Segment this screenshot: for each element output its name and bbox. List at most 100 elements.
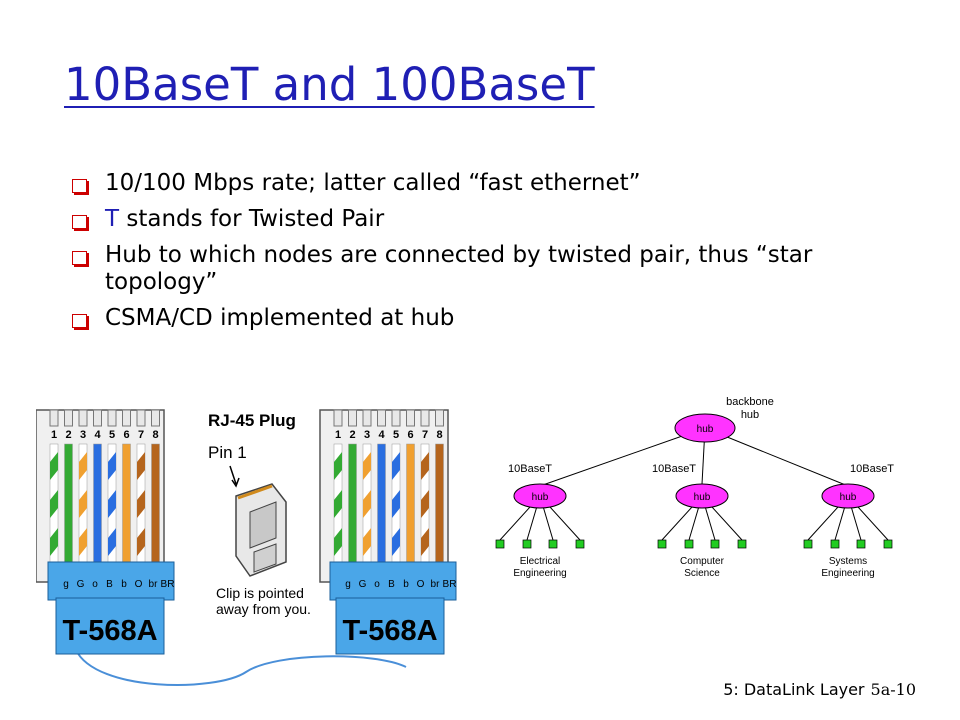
cable-line	[75, 649, 407, 686]
wire-stripe	[421, 452, 429, 480]
pin-number: 7	[422, 429, 428, 441]
pin-number: 8	[152, 429, 158, 441]
slide-title: 10BaseT and 100BaseT	[64, 58, 595, 111]
wire-label: G	[77, 579, 85, 590]
node-icon	[710, 539, 720, 549]
pin-contact	[362, 409, 372, 427]
wire-stripe	[108, 528, 116, 556]
wire-label: B	[388, 579, 395, 590]
wire-stripe	[108, 452, 116, 480]
pin-number: 5	[109, 429, 115, 441]
wire-stripe	[50, 490, 58, 518]
wire-label: G	[359, 579, 367, 590]
pin-contact	[435, 409, 444, 427]
wire	[93, 443, 102, 567]
backbone-label-line2: hub	[741, 409, 759, 421]
bullet-list: 10/100 Mbps rate; latter called “fast et…	[72, 170, 892, 341]
hub-label: hub	[840, 492, 857, 503]
link-label: 10BaseT	[652, 463, 696, 475]
wire-label: g	[63, 579, 69, 590]
wire-label: BR	[161, 579, 175, 590]
backbone-label-line1: backbone	[726, 396, 774, 408]
pin-contact	[122, 409, 131, 427]
wire	[348, 443, 357, 567]
wire-stripe	[79, 490, 87, 518]
pin-contact	[406, 409, 415, 427]
pin-contact	[136, 409, 146, 427]
hub-topology-diagram: backbone hub hub 10BaseT 10BaseT 10BaseT…	[495, 396, 894, 579]
wire-label: br	[431, 579, 441, 590]
wire-stripe	[137, 490, 145, 518]
bullet-item: 10/100 Mbps rate; latter called “fast et…	[72, 170, 892, 197]
standard-label-left: T-568A	[62, 615, 157, 647]
department-label: Engineering	[821, 568, 874, 579]
square-bullet-icon	[72, 251, 87, 265]
wire-label: O	[135, 579, 143, 590]
department-label: Computer	[680, 556, 725, 567]
wire-stripe	[363, 528, 371, 556]
wire-stripe	[79, 452, 87, 480]
wire-stripe	[392, 528, 400, 556]
pin-number: 1	[335, 429, 341, 441]
node-icon	[856, 539, 866, 549]
bullet-item: Hub to which nodes are connected by twis…	[72, 242, 892, 296]
node-icon	[803, 539, 813, 549]
wire-stripe	[363, 452, 371, 480]
wire	[64, 443, 73, 567]
bullet-text: Hub to which nodes are connected by twis…	[105, 242, 813, 295]
department-hub	[513, 483, 567, 509]
pin-number: 4	[378, 429, 385, 441]
wire-label: BR	[443, 579, 457, 590]
clip-note-line1: Clip is pointed	[216, 585, 304, 601]
wire-stripe	[392, 490, 400, 518]
wire-stripe	[421, 528, 429, 556]
wire-stripe	[363, 490, 371, 518]
backbone-hub	[674, 413, 736, 443]
department-label: Engineering	[513, 568, 566, 579]
wire-label: b	[403, 579, 409, 590]
pin-contact	[49, 409, 59, 427]
wire-stripe	[392, 452, 400, 480]
hub-label: hub	[694, 492, 711, 503]
link-label: 10BaseT	[508, 463, 552, 475]
node-icon	[495, 539, 505, 549]
wire	[151, 443, 160, 567]
pin-contact	[93, 409, 102, 427]
node-icon	[883, 539, 893, 549]
department-label: Systems	[829, 556, 867, 567]
bullet-item: T stands for Twisted Pair	[72, 206, 892, 233]
pin-contact	[348, 409, 357, 427]
pin-number: 2	[65, 429, 71, 441]
wire-stripe	[334, 452, 342, 480]
wire-stripe	[334, 528, 342, 556]
square-bullet-icon	[72, 215, 87, 229]
pin-contact	[420, 409, 430, 427]
footer-section: 5: DataLink Layer	[723, 680, 865, 699]
wire-stripe	[137, 452, 145, 480]
link-label: 10BaseT	[850, 463, 894, 475]
backbone-hub-label: hub	[697, 424, 714, 435]
wire	[406, 443, 415, 567]
wire-label: g	[345, 579, 351, 590]
plug-icon	[235, 483, 287, 577]
node-icon	[575, 539, 585, 549]
node-icon	[657, 539, 667, 549]
wire-label: o	[374, 579, 380, 590]
wire-label: br	[149, 579, 159, 590]
bullet-text: CSMA/CD implemented at hub	[105, 305, 455, 331]
pin-number: 8	[436, 429, 442, 441]
wire	[377, 443, 386, 567]
wire	[435, 443, 444, 567]
pin-number: 1	[51, 429, 57, 441]
wire-stripe	[50, 528, 58, 556]
square-bullet-icon	[72, 179, 87, 193]
pin-number: 2	[349, 429, 355, 441]
wire-stripe	[334, 490, 342, 518]
department-hub	[821, 483, 875, 509]
pin-number: 4	[94, 429, 101, 441]
square-bullet-icon	[72, 314, 87, 328]
wire-stripe	[79, 528, 87, 556]
